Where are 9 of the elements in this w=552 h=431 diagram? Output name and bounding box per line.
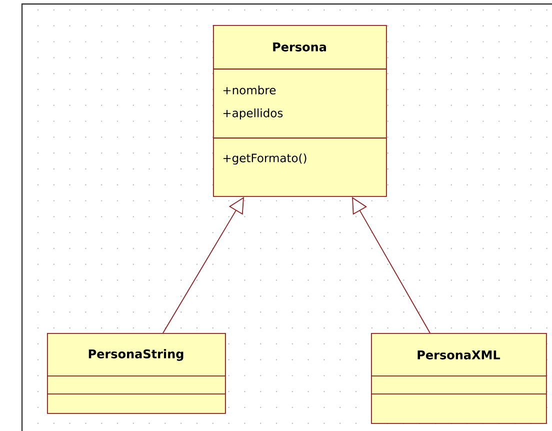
- method: +getFormato(): [223, 153, 306, 165]
- class-box: [212, 25, 387, 197]
- class-name: Persona: [273, 42, 326, 52]
- attribute: +apellidos: [223, 108, 283, 120]
- class-name: PersonaString: [88, 349, 184, 361]
- class-box: [46, 332, 226, 414]
- class-name: PersonaXML: [418, 350, 500, 360]
- class-box: [370, 332, 547, 424]
- attribute: +nombre: [223, 86, 276, 94]
